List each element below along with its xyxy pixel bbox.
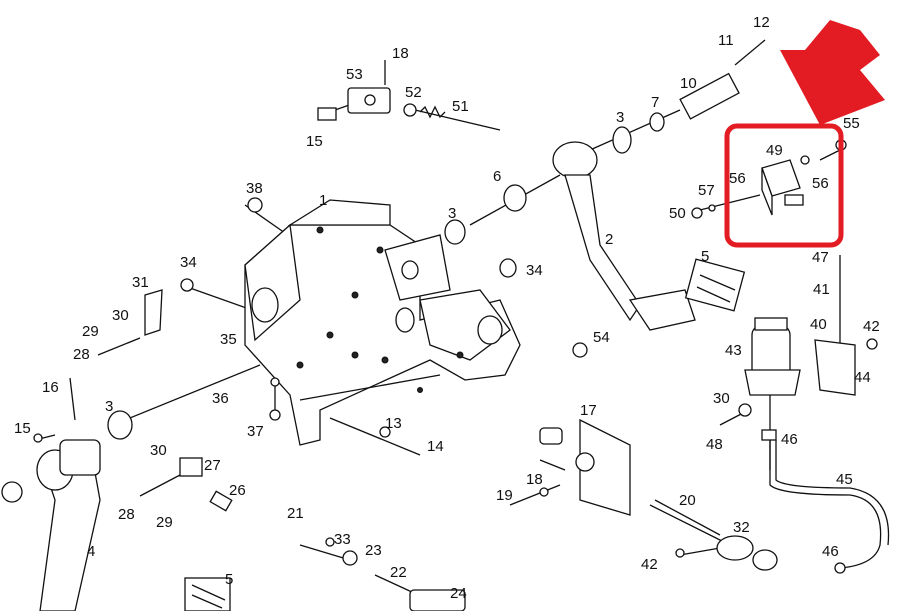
part-label: 3: [105, 398, 113, 415]
part-label: 30: [150, 442, 167, 459]
part-label: 13: [385, 415, 402, 432]
part-label: 33: [334, 531, 351, 548]
part-label: 4: [87, 543, 95, 560]
part-label: 36: [212, 390, 229, 407]
part-label: 18: [392, 45, 409, 62]
part-label: 19: [496, 487, 513, 504]
part-label: 20: [679, 492, 696, 509]
part-label: 29: [156, 514, 173, 531]
part-label: 38: [246, 180, 263, 197]
part-label: 21: [287, 505, 304, 522]
part-label: 40: [810, 316, 827, 333]
part-label: 56: [812, 175, 829, 192]
part-label: 7: [651, 94, 659, 111]
part-label: 3: [616, 109, 624, 126]
part-label: 27: [204, 457, 221, 474]
highlight-arrow-icon: [780, 20, 885, 125]
part-label: 34: [526, 262, 543, 279]
part-label: 23: [365, 542, 382, 559]
part-label: 32: [733, 519, 750, 536]
part-label: 45: [836, 471, 853, 488]
highlighted-sensor-part: [761, 155, 810, 216]
part-label: 47: [812, 249, 829, 266]
part-label: 49: [766, 142, 783, 159]
clutch-pedal-left: [1, 410, 231, 611]
part-label: 44: [854, 369, 871, 386]
main-bracket: [244, 199, 521, 446]
part-label: 28: [118, 506, 135, 523]
part-label: 56: [729, 170, 746, 187]
part-label: 31: [132, 274, 149, 291]
part-label: 46: [781, 431, 798, 448]
part-label: 26: [229, 482, 246, 499]
part-label: 29: [82, 323, 99, 340]
part-label: 42: [641, 556, 658, 573]
part-label: 2: [605, 231, 613, 248]
part-label: 51: [452, 98, 469, 115]
part-label: 18: [526, 471, 543, 488]
small-hardware: [33, 139, 878, 566]
master-cylinder-assembly: [738, 317, 890, 574]
part-label: 16: [42, 379, 59, 396]
part-label: 53: [346, 66, 363, 83]
part-label: 1: [319, 192, 327, 209]
part-label: 50: [669, 205, 686, 222]
part-label: 30: [112, 307, 129, 324]
part-label: 52: [405, 84, 422, 101]
part-label: 5: [225, 571, 233, 588]
part-label: 22: [390, 564, 407, 581]
part-labels: 1 2 3 3 3 4 5 5 6 7 10 11 12 13 14 15 15…: [14, 14, 880, 602]
part-label: 24: [450, 585, 467, 602]
part-label: 30: [713, 390, 730, 407]
part-label: 34: [180, 254, 197, 271]
highlight-box: [724, 123, 844, 248]
part-label: 37: [247, 423, 264, 440]
part-label: 28: [73, 346, 90, 363]
part-label: 35: [220, 331, 237, 348]
part-label: 55: [843, 115, 860, 132]
part-label: 46: [822, 543, 839, 560]
part-label: 6: [493, 168, 501, 185]
part-label: 3: [448, 205, 456, 222]
part-label: 15: [306, 133, 323, 150]
part-label: 57: [698, 182, 715, 199]
brake-pedal-right: [444, 72, 746, 331]
part-label: 43: [725, 342, 742, 359]
part-label: 54: [593, 329, 610, 346]
part-label: 15: [14, 420, 31, 437]
part-label: 5: [701, 248, 709, 265]
part-label: 17: [580, 402, 597, 419]
part-label: 10: [680, 75, 697, 92]
part-label: 42: [863, 318, 880, 335]
switch-assembly-top: [317, 87, 446, 121]
part-label: 11: [718, 32, 734, 49]
part-label: 48: [706, 436, 723, 453]
part-label: 12: [753, 14, 770, 31]
part-label: 14: [427, 438, 444, 455]
part-label: 41: [813, 281, 830, 298]
clutch-bracket-assembly: [409, 418, 778, 611]
